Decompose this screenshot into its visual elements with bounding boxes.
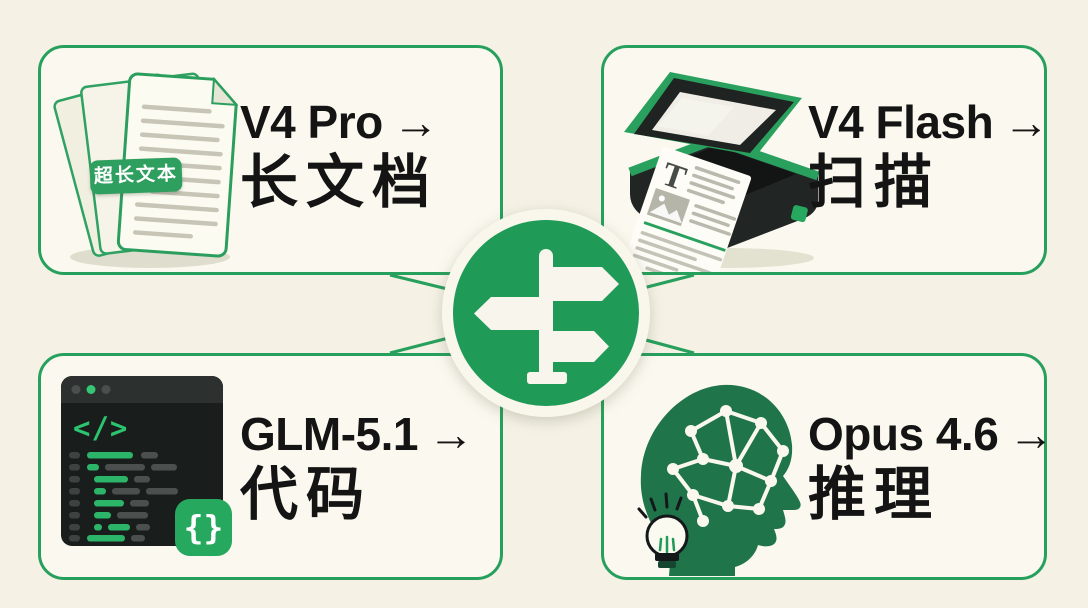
task-label: 推理 xyxy=(808,462,941,527)
lightbulb-icon xyxy=(637,492,689,568)
long-text-badge: 超长文本 xyxy=(89,157,183,195)
scanned-paper: T xyxy=(617,146,752,272)
connector-lines xyxy=(389,273,695,355)
window-titlebar xyxy=(61,376,223,403)
card-code: </> xyxy=(38,353,503,580)
brain-nodes xyxy=(667,405,789,527)
model-label: V4 Flash→ xyxy=(808,96,1049,148)
model-label: GLM-5.1→ xyxy=(240,408,474,460)
arrow-icon: → xyxy=(1003,96,1049,148)
task-label: 长文档 xyxy=(240,150,439,215)
braces-icon: {} xyxy=(184,508,224,547)
scanner-button xyxy=(790,205,808,223)
code-icon: </> xyxy=(73,411,128,445)
model-label: Opus 4.6→ xyxy=(808,408,1054,460)
model-name: V4 Pro xyxy=(240,96,383,148)
head-network-illustration xyxy=(637,384,801,576)
arrow-icon: → xyxy=(392,96,439,148)
card-reasoning: Opus 4.6→ 推理 xyxy=(601,353,1054,580)
code-editor-illustration: </> xyxy=(61,376,232,556)
card-scan: T xyxy=(601,45,1049,275)
model-name: GLM-5.1 xyxy=(240,408,418,460)
window-dot xyxy=(101,385,111,394)
window-dot xyxy=(71,385,81,394)
model-name: Opus 4.6 xyxy=(808,408,999,460)
window-dot xyxy=(86,385,96,394)
arrow-icon: → xyxy=(427,408,474,460)
model-label: V4 Pro→ xyxy=(240,96,439,148)
task-label: 代码 xyxy=(240,462,373,527)
task-label: 扫描 xyxy=(808,150,941,215)
document-stack-illustration xyxy=(53,72,238,268)
braces-badge: {} xyxy=(175,499,232,556)
arrow-icon: → xyxy=(1008,408,1054,460)
scanner-illustration: T xyxy=(617,72,820,272)
code-lines xyxy=(69,452,178,542)
model-name: V4 Flash xyxy=(808,96,994,148)
card-long-document: 超长文本 V4 Pro→ 长文档 xyxy=(38,45,503,275)
